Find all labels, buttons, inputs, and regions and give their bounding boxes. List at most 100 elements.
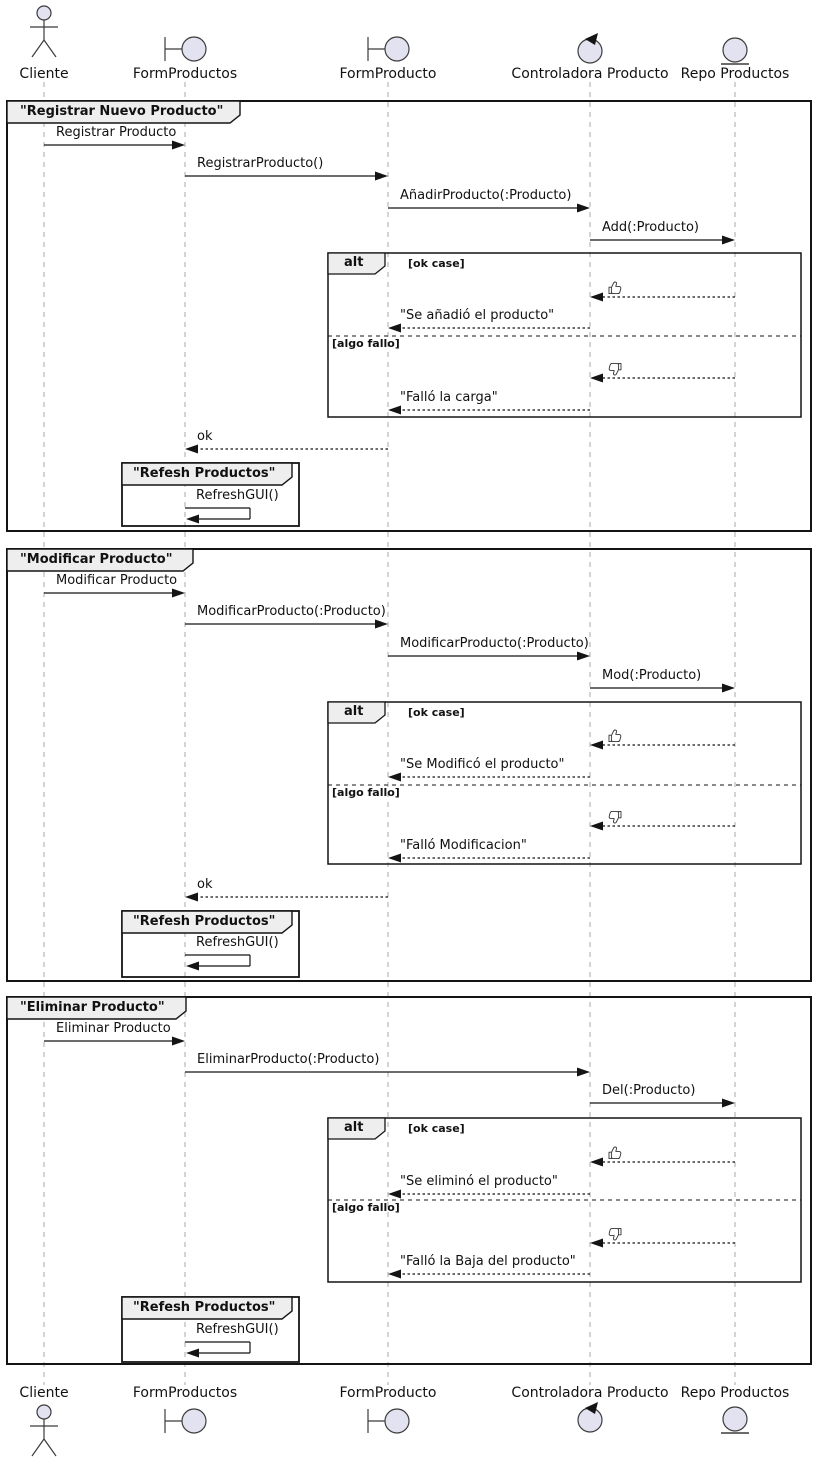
message-label: Modificar Producto bbox=[56, 573, 178, 588]
thumbs-down-icon bbox=[608, 810, 622, 824]
arrowhead bbox=[375, 171, 388, 181]
arrowhead bbox=[722, 1098, 735, 1108]
arrowhead bbox=[375, 619, 388, 629]
alt-guard-ok: [ok case] bbox=[408, 706, 465, 719]
inner-frame-title-tab bbox=[121, 462, 293, 486]
arrowhead bbox=[388, 772, 401, 782]
actor-icon bbox=[43, 1438, 57, 1457]
message-label: RegistrarProducto() bbox=[197, 156, 324, 171]
message-label: "Se Modificó el producto" bbox=[400, 757, 565, 772]
alt-fragment-border bbox=[327, 701, 802, 865]
alt-fragment-border bbox=[327, 252, 802, 418]
arrowhead bbox=[172, 588, 185, 598]
thumbs-up-icon bbox=[608, 1146, 622, 1160]
thumbs-down-icon bbox=[608, 362, 622, 376]
arrowhead bbox=[577, 651, 590, 661]
message-label: Mod(:Producto) bbox=[602, 668, 702, 683]
boundary-icon bbox=[181, 1408, 207, 1434]
self-message-label: RefreshGUI() bbox=[196, 488, 279, 503]
self-message-label: RefreshGUI() bbox=[196, 935, 279, 950]
boundary-icon bbox=[384, 36, 410, 62]
frame-title: "Eliminar Producto" bbox=[20, 1000, 165, 1015]
participant-label-bottom: Controladora Producto bbox=[511, 1385, 669, 1401]
alt-operator-tab bbox=[327, 701, 386, 724]
control-icon bbox=[577, 38, 603, 64]
arrowhead bbox=[186, 514, 199, 524]
frame-title-tab bbox=[6, 100, 241, 124]
arrowhead bbox=[185, 444, 198, 454]
participant-label-top: Repo Productos bbox=[680, 66, 790, 82]
thumbs-down-icon bbox=[608, 1227, 622, 1241]
inner-frame-title: "Refesh Productos" bbox=[133, 466, 276, 481]
alt-operator-tab bbox=[327, 252, 386, 275]
message-label: "Falló la Baja del producto" bbox=[400, 1254, 576, 1269]
control-icon bbox=[585, 1402, 598, 1414]
arrowhead bbox=[388, 1269, 401, 1279]
message-label: ModificarProducto(:Producto) bbox=[400, 636, 589, 651]
arrowhead bbox=[590, 1157, 603, 1167]
alt-operator-label: alt bbox=[344, 255, 364, 270]
thumbs-up-icon bbox=[608, 281, 622, 295]
arrowhead bbox=[388, 405, 401, 415]
participant-label-bottom: Repo Productos bbox=[680, 1385, 790, 1401]
message-label: "Falló la carga" bbox=[400, 390, 498, 405]
frame-border bbox=[6, 996, 812, 1365]
message-label: "Falló Modificacion" bbox=[400, 838, 527, 853]
arrowhead bbox=[388, 853, 401, 863]
arrowhead bbox=[722, 683, 735, 693]
actor-icon bbox=[43, 39, 57, 58]
participant-label-bottom: FormProductos bbox=[132, 1385, 238, 1401]
participant-label-top: Controladora Producto bbox=[511, 66, 669, 82]
alt-guard-ok: [ok case] bbox=[408, 1122, 465, 1135]
arrowhead bbox=[186, 961, 199, 971]
entity-icon bbox=[722, 1406, 748, 1432]
message-label: "Se eliminó el producto" bbox=[400, 1174, 558, 1189]
frame-title-tab bbox=[6, 548, 194, 572]
arrowhead bbox=[590, 1238, 603, 1248]
boundary-icon bbox=[384, 1408, 410, 1434]
arrowhead bbox=[577, 203, 590, 213]
alt-operator-label: alt bbox=[344, 704, 364, 719]
participant-label-top: FormProducto bbox=[339, 66, 437, 82]
arrowhead bbox=[172, 1036, 185, 1046]
message-label: Eliminar Producto bbox=[56, 1021, 171, 1036]
arrowhead bbox=[185, 892, 198, 902]
arrowhead bbox=[590, 740, 603, 750]
inner-frame-title: "Refesh Productos" bbox=[133, 914, 276, 929]
frame-title: "Modificar Producto" bbox=[20, 552, 173, 567]
arrowhead bbox=[577, 1067, 590, 1077]
frame-title: "Registrar Nuevo Producto" bbox=[20, 104, 224, 119]
thumbs-up-icon bbox=[608, 729, 622, 743]
message-label: Add(:Producto) bbox=[602, 220, 700, 235]
boundary-icon bbox=[181, 36, 207, 62]
actor-icon bbox=[31, 39, 45, 58]
actor-icon bbox=[36, 5, 52, 21]
alt-guard-ok: [ok case] bbox=[408, 257, 465, 270]
participant-label-top: FormProductos bbox=[132, 66, 238, 82]
alt-guard-fail: [algo fallo] bbox=[332, 1201, 400, 1214]
message-label: ok bbox=[197, 429, 213, 444]
control-icon bbox=[577, 1407, 603, 1433]
arrowhead bbox=[722, 235, 735, 245]
participant-label-top: Cliente bbox=[19, 66, 69, 82]
inner-frame-title-tab bbox=[121, 1296, 293, 1320]
actor-icon bbox=[31, 1438, 45, 1457]
self-message-label: RefreshGUI() bbox=[196, 1322, 279, 1337]
arrowhead bbox=[172, 140, 185, 150]
message-label: ModificarProducto(:Producto) bbox=[197, 604, 386, 619]
message-label: Registrar Producto bbox=[56, 125, 177, 140]
arrowhead bbox=[590, 292, 603, 302]
alt-guard-fail: [algo fallo] bbox=[332, 786, 400, 799]
message-label: ok bbox=[197, 877, 213, 892]
arrowhead bbox=[590, 821, 603, 831]
arrowhead bbox=[388, 323, 401, 333]
control-icon bbox=[585, 33, 598, 45]
message-label: AñadirProducto(:Producto) bbox=[400, 188, 572, 203]
message-label: "Se añadió el producto" bbox=[400, 308, 555, 323]
alt-guard-fail: [algo fallo] bbox=[332, 337, 400, 350]
message-label: Del(:Producto) bbox=[602, 1083, 696, 1098]
actor-icon bbox=[36, 1404, 52, 1420]
arrowhead bbox=[590, 373, 603, 383]
